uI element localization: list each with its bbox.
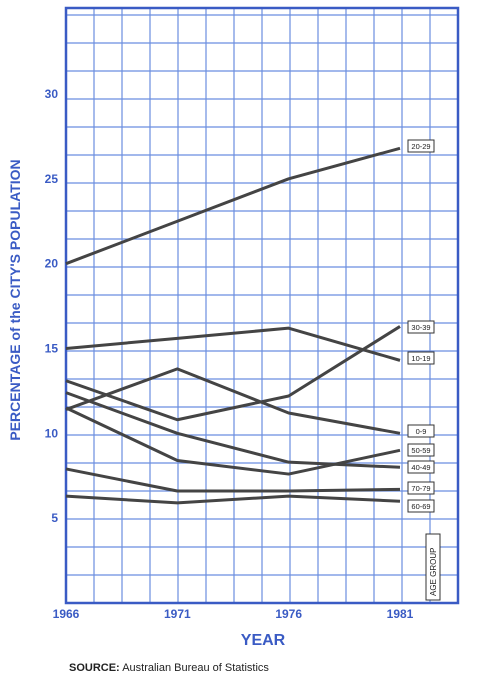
series-label-box <box>407 351 435 365</box>
y-tick-label: 10 <box>45 426 59 440</box>
source-text: Australian Bureau of Statistics <box>122 662 269 674</box>
series-label-box <box>407 139 435 153</box>
y-tick-label: 5 <box>51 511 58 525</box>
x-axis-label: YEAR <box>241 632 286 649</box>
x-tick-label: 1966 <box>53 607 80 621</box>
series-label-0-9: 0-9 <box>407 424 435 438</box>
y-tick-label: 25 <box>45 172 59 186</box>
legend-title-box <box>425 533 441 601</box>
series-line-40-49 <box>65 367 401 435</box>
series-label-30-39: 30-39 <box>407 320 435 334</box>
series-label-50-59: 50-59 <box>407 443 435 457</box>
series-label-text: 20-29 <box>411 142 430 151</box>
series-label-box <box>407 443 435 457</box>
y-axis-label: PERCENTAGE of the CITY'S POPULATION <box>7 159 23 440</box>
y-tick-label: 15 <box>45 342 59 356</box>
y-tick-label: 30 <box>45 87 59 101</box>
series-labels: 20-29 30-39 10-19 0-9 50-59 40-49 70-79 60-69 <box>407 139 441 601</box>
series-line-20-29 <box>65 146 401 266</box>
series-label-60-69: 60-69 <box>407 499 435 513</box>
series-line-30-39 <box>65 325 401 422</box>
series-line-70-79 <box>65 467 401 493</box>
series-label-text: 50-59 <box>411 446 430 455</box>
series-line-0-9 <box>65 391 401 469</box>
series-line-60-69 <box>65 494 401 505</box>
plot-frame <box>64 6 460 605</box>
series-label-text: 10-19 <box>411 354 430 363</box>
series-label-box <box>407 460 435 474</box>
series-label-10-19: 10-19 <box>407 351 435 365</box>
series-lines <box>65 146 401 505</box>
series-label-40-49: 40-49 <box>407 460 435 474</box>
series-label-text: 70-79 <box>411 484 430 493</box>
x-tick-label: 1971 <box>164 607 191 621</box>
series-label-box <box>407 499 435 513</box>
series-label-70-79: 70-79 <box>407 481 435 495</box>
series-label-box <box>407 320 435 334</box>
x-tick-label: 1981 <box>387 607 414 621</box>
grid <box>64 6 460 605</box>
x-tick-label: 1976 <box>275 607 302 621</box>
legend-title: AGE GROUP <box>429 548 438 596</box>
series-label-text: 40-49 <box>411 463 430 472</box>
series-line-50-59 <box>65 406 401 476</box>
series-label-text: 0-9 <box>416 427 427 436</box>
tick-labels: 5 10 15 20 25 30 1966 1971 1976 1981 <box>45 87 414 621</box>
series-label-text: 60-69 <box>411 502 430 511</box>
source-note: SOURCE: Australian Bureau of Statistics <box>69 662 269 674</box>
series-label-box <box>407 481 435 495</box>
series-label-text: 30-39 <box>411 323 430 332</box>
series-line-10-19 <box>65 326 401 362</box>
series-label-20-29: 20-29 <box>407 139 435 153</box>
source-key: SOURCE: <box>69 662 120 674</box>
series-label-box <box>407 424 435 438</box>
y-tick-label: 20 <box>45 257 59 271</box>
